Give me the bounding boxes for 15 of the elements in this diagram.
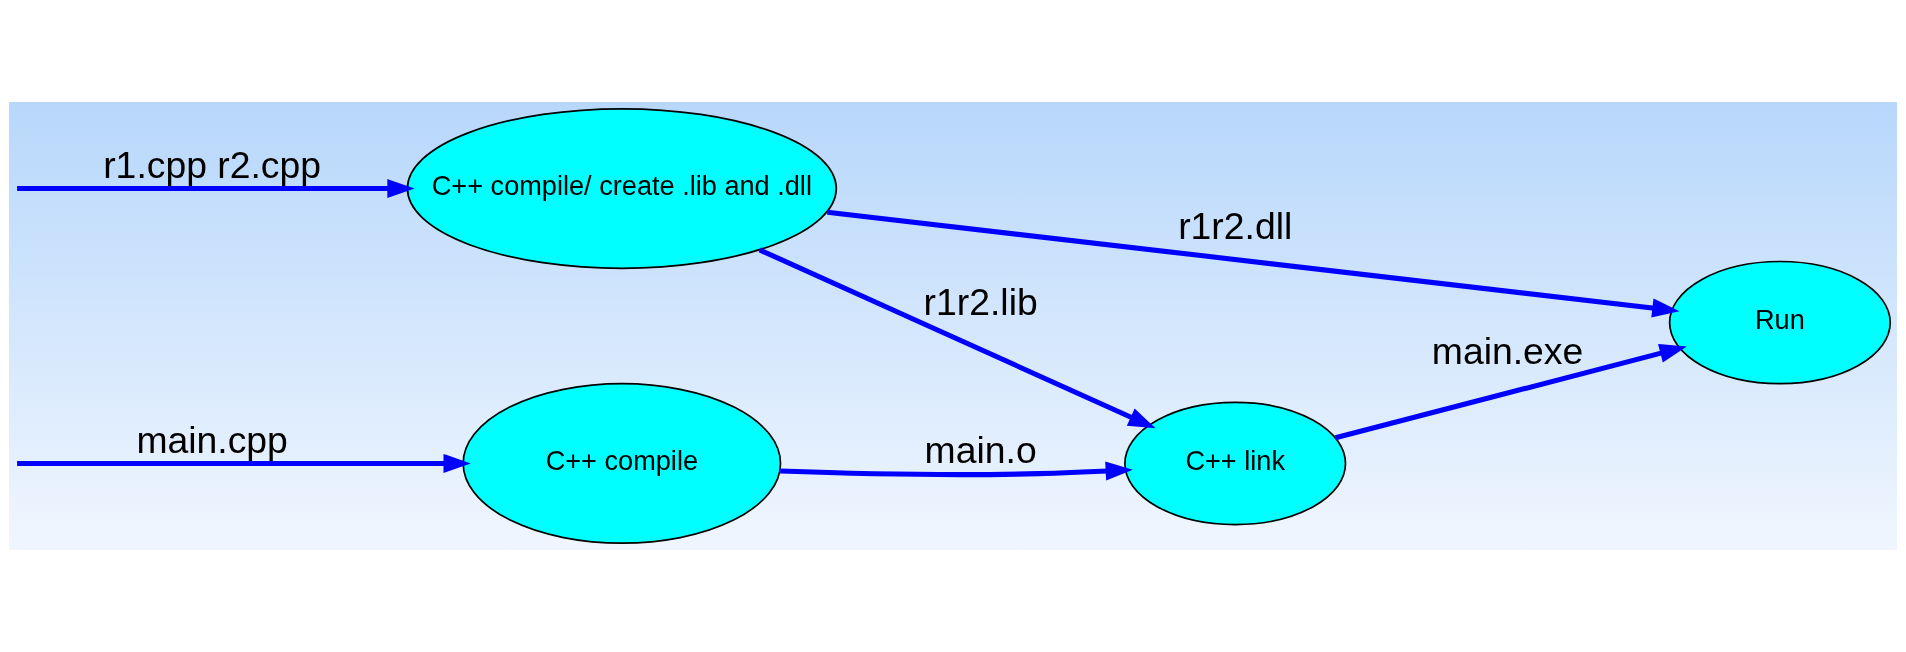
edge-label: r1r2.lib [923, 281, 1038, 324]
arrow [827, 209, 1680, 318]
arrow [17, 453, 471, 473]
arrow [780, 461, 1133, 481]
node-ellipse: Run [1668, 260, 1892, 385]
arrow [758, 247, 1156, 429]
node-ellipse: C++ compile [462, 382, 782, 545]
edge-label: main.exe [1431, 330, 1584, 373]
edge-label: r1.cpp r2.cpp [103, 143, 322, 186]
edge-label: main.o [924, 428, 1037, 471]
edge-label: r1r2.dll [1178, 204, 1293, 247]
arrow [17, 179, 415, 199]
arrow [1334, 344, 1687, 441]
edge-label: main.cpp [136, 418, 288, 461]
node-ellipse: C++ compile/ create .lib and .dll [406, 107, 838, 270]
